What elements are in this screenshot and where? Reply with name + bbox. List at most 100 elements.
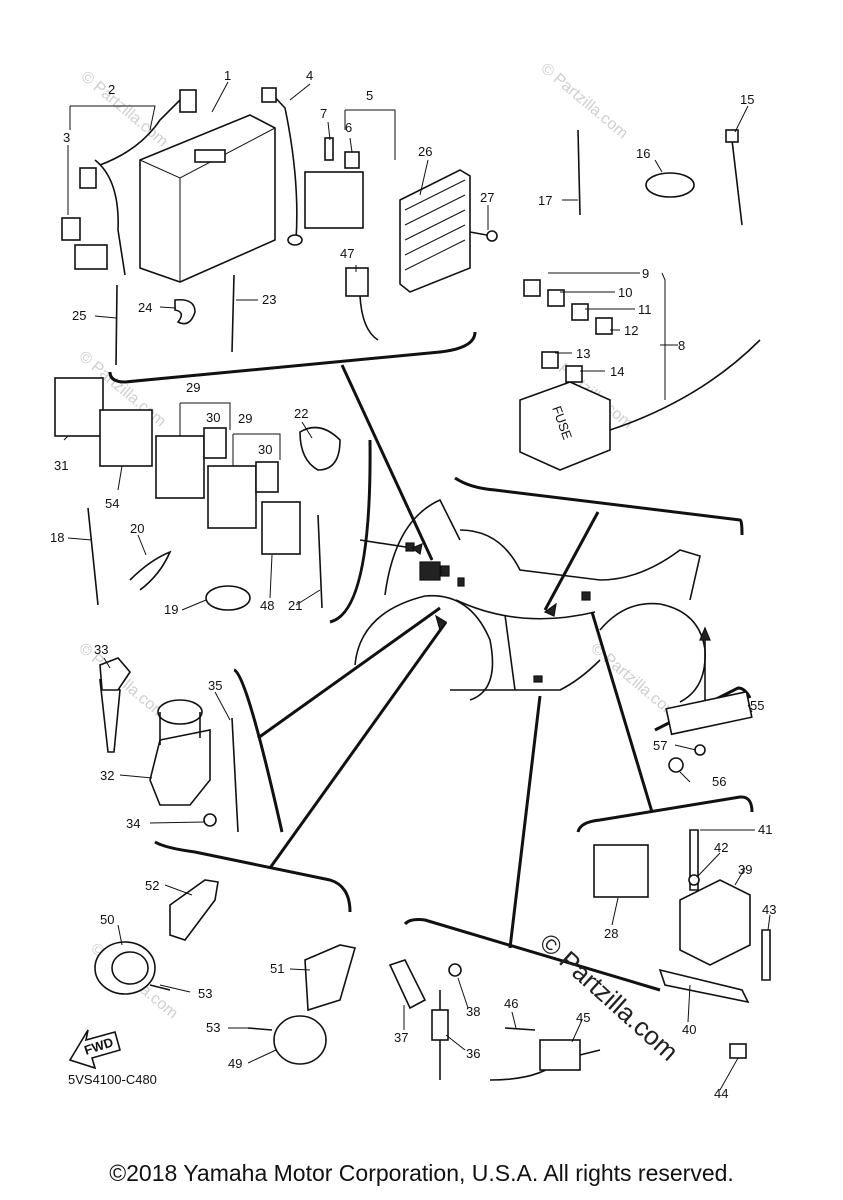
callout-31: 31: [54, 458, 68, 473]
callout-48: 48: [260, 598, 274, 613]
callout-16: 16: [636, 146, 650, 161]
relay-54: [99, 409, 153, 467]
fuse-box-section: FUSE: [519, 129, 761, 471]
callout-44: 44: [714, 1086, 728, 1101]
clamp-16: [645, 172, 695, 198]
callout-40: 40: [682, 1022, 696, 1037]
callout-27: 27: [480, 190, 494, 205]
callout-30b: 30: [258, 442, 272, 457]
callout-28: 28: [604, 926, 618, 941]
callout-56: 56: [712, 774, 726, 789]
clamp-19: [205, 585, 251, 611]
callout-43: 43: [762, 902, 776, 917]
callout-35: 35: [208, 678, 222, 693]
callout-26: 26: [418, 144, 432, 159]
section-frames: [108, 331, 754, 992]
callout-50: 50: [100, 912, 114, 927]
flasher-48: [261, 501, 301, 555]
callout-51: 51: [270, 961, 284, 976]
cable-tie-15: [731, 139, 743, 226]
callout-23: 23: [262, 292, 276, 307]
bracket-37: [388, 959, 427, 1010]
bracket-51: [304, 944, 357, 1012]
sensor-45: [539, 1039, 581, 1071]
washer-42: [688, 874, 700, 886]
callout-4: 4: [306, 68, 313, 83]
watermark-top-right: © Partzilla.com: [537, 60, 631, 142]
wire-guide-20: [129, 550, 172, 591]
callout-22: 22: [294, 406, 308, 421]
main-switch-section: [99, 657, 239, 833]
callout-29a: 29: [186, 380, 200, 395]
battery: [139, 114, 276, 283]
callout-39: 39: [738, 862, 752, 877]
relay-29a: [155, 435, 205, 499]
callout-21: 21: [288, 598, 302, 613]
reflector-55: [665, 690, 753, 736]
callout-2: 2: [108, 82, 115, 97]
callout-52: 52: [145, 878, 159, 893]
callout-54: 54: [105, 496, 119, 511]
rectifier-regulator: [399, 169, 471, 293]
relay-29b: [207, 465, 257, 529]
callout-12: 12: [624, 323, 638, 338]
callout-47: 47: [340, 246, 354, 261]
battery-harness: [94, 99, 181, 276]
starter-relay: [304, 171, 364, 229]
bracket-52: [169, 879, 219, 941]
fwd-arrow: FWD: [68, 1029, 121, 1070]
callout-20: 20: [130, 521, 144, 536]
callout-3: 3: [63, 130, 70, 145]
fuse-harness: [609, 339, 761, 431]
battery-minus-cable: [269, 91, 298, 241]
callout-17: 17: [538, 193, 552, 208]
callout-55: 55: [750, 698, 764, 713]
diagram-code: 5VS4100-C480: [68, 1072, 157, 1087]
bolt-43: [761, 929, 771, 981]
callout-9: 9: [642, 266, 649, 281]
callout-13: 13: [576, 346, 590, 361]
callout-30a: 30: [206, 410, 220, 425]
relays-section: [54, 377, 341, 611]
callout-41: 41: [758, 822, 772, 837]
motorcycle-outline: [354, 498, 711, 703]
watermark-top-left: © Partzilla.com: [77, 68, 171, 150]
callout-45: 45: [576, 1010, 590, 1025]
bracket-40: [658, 968, 750, 1004]
nut-56: [668, 757, 684, 773]
clamp-22: [299, 426, 341, 471]
callout-numbers: 1 2 3 4 5 6 7 8 9 10 11 12 13 14 15 16 1…: [50, 68, 776, 1101]
callout-36: 36: [466, 1046, 480, 1061]
callout-49: 49: [228, 1056, 242, 1071]
callout-19: 19: [164, 602, 178, 617]
callout-14: 14: [610, 364, 624, 379]
callout-11: 11: [638, 302, 652, 317]
horn-section: [94, 879, 357, 1065]
main-switch: [149, 729, 211, 806]
washer-57: [694, 744, 706, 756]
horn-49: [273, 1015, 327, 1065]
cable-tie-35: [231, 717, 239, 833]
rear-parts-section: [593, 690, 771, 1059]
nut-44: [729, 1043, 747, 1059]
callout-8: 8: [678, 338, 685, 353]
callout-37: 37: [394, 1030, 408, 1045]
callout-53a: 53: [198, 986, 212, 1001]
callout-32: 32: [100, 768, 114, 783]
callout-42: 42: [714, 840, 728, 855]
connector-47: [345, 267, 369, 297]
callout-57: 57: [653, 738, 667, 753]
callout-1: 1: [224, 68, 231, 83]
callout-7: 7: [320, 106, 327, 121]
callout-46: 46: [504, 996, 518, 1011]
lean-sensor-39: [679, 879, 751, 966]
callout-leaders: [63, 81, 771, 1091]
relay-31: [54, 377, 104, 437]
bolt-34: [203, 813, 217, 827]
cable-tie-23: [231, 274, 235, 353]
battery-section: [61, 87, 498, 366]
sensor-section: [388, 959, 601, 1081]
callout-24: 24: [138, 300, 152, 315]
bolt-38: [448, 963, 462, 977]
